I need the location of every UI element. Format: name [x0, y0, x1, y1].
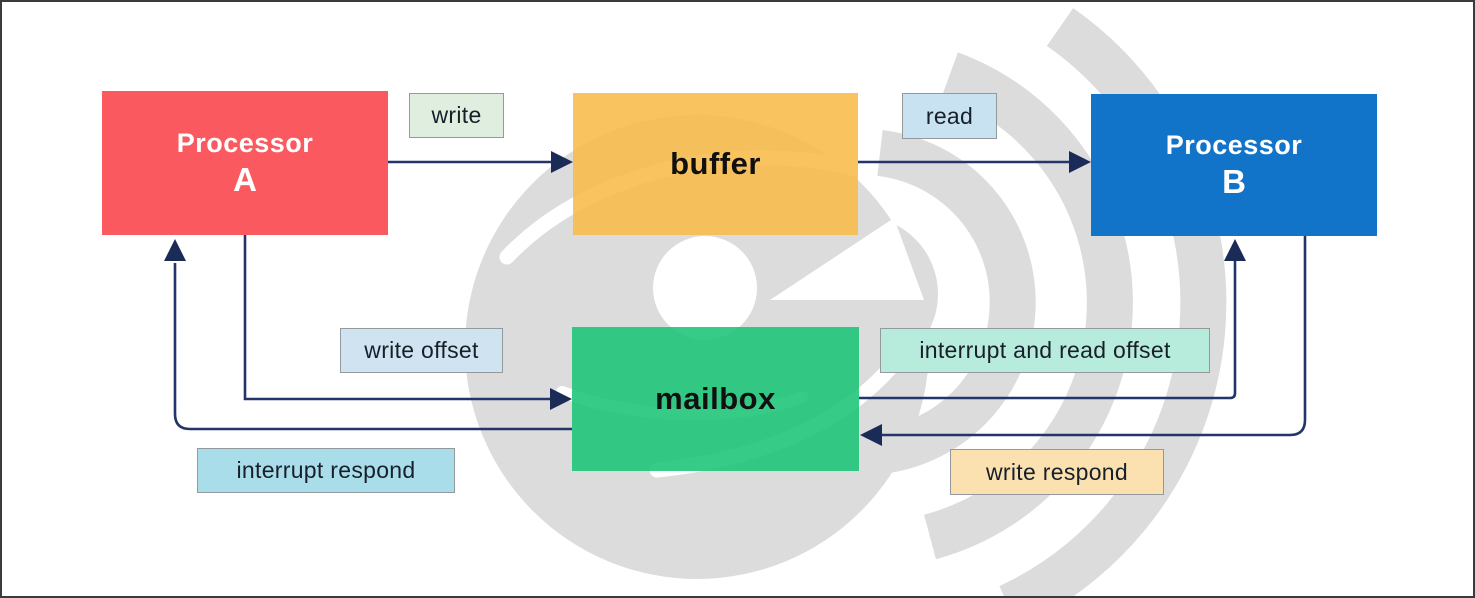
- arrowhead-write-icon: [551, 151, 573, 173]
- edge-label-read: read: [902, 93, 997, 139]
- arrow-interrupt-read-offset: [859, 261, 1237, 400]
- node-buffer: buffer: [573, 93, 858, 235]
- processor-b-label: Processor: [1165, 130, 1303, 161]
- processor-a-letter: A: [233, 160, 257, 198]
- processor-b-letter: B: [1222, 162, 1246, 200]
- arrow-interrupt-respond: [173, 263, 572, 431]
- buffer-label: buffer: [670, 146, 761, 181]
- node-mailbox: mailbox: [572, 327, 859, 471]
- edge-label-write: write: [409, 93, 504, 138]
- node-processor-b: Processor B: [1091, 94, 1377, 236]
- edge-label-write-respond: write respond: [950, 449, 1164, 495]
- edge-label-write-offset: write offset: [340, 328, 503, 373]
- node-processor-a: Processor A: [102, 91, 388, 235]
- processor-a-label: Processor: [176, 128, 314, 159]
- edge-label-interrupt-and-read-offset: interrupt and read offset: [880, 328, 1210, 373]
- arrowhead-write-offset-icon: [550, 388, 572, 410]
- arrowhead-write-respond-icon: [860, 424, 882, 446]
- arrowhead-read-icon: [1069, 151, 1091, 173]
- edge-label-interrupt-respond: interrupt respond: [197, 448, 455, 493]
- arrowhead-interrupt-respond-icon: [164, 239, 186, 261]
- arrow-write-respond: [882, 236, 1307, 437]
- arrowhead-interrupt-read-offset-icon: [1224, 239, 1246, 261]
- mailbox-label: mailbox: [655, 381, 776, 416]
- arrow-write-offset: [243, 235, 552, 401]
